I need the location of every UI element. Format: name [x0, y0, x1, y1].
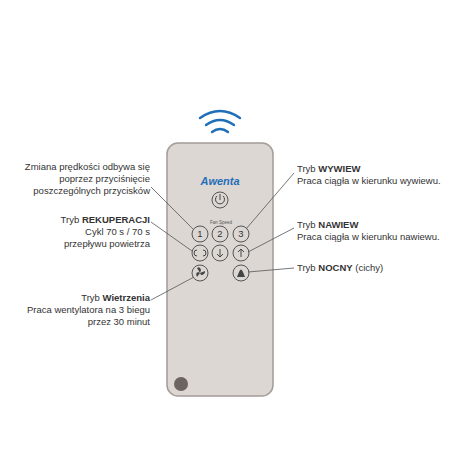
callout-line: Praca wentylatora na 3 biegu przez 30 mi…: [10, 304, 150, 328]
button-icons: [194, 194, 244, 257]
callout-note: Cykl 70 s / 70 s przepływu powietrza: [64, 226, 150, 249]
callout-text: TrybREKUPERACJICykl 70 s / 70 s przepływ…: [2, 214, 150, 250]
mode-label: Tryb: [81, 292, 100, 303]
button-number: 3: [238, 229, 243, 239]
callout-note: Praca ciągła w kierunku wywiewu.: [297, 175, 441, 186]
mode-name: WYWIEW: [318, 163, 360, 174]
leader-lines: [151, 173, 294, 300]
callout-text: TrybNAWIEWPraca ciągła w kierunku nawiew…: [297, 219, 448, 243]
mode-label: Tryb: [297, 219, 316, 230]
mode-label: (cichy): [355, 262, 383, 273]
callout-note: Praca wentylatora na 3 biegu przez 30 mi…: [27, 304, 150, 327]
mode-label: Tryb: [297, 163, 316, 174]
callout-text: TrybNOCNY(cichy): [297, 262, 448, 274]
callout-line: Praca ciągła w kierunku nawiewu.: [297, 231, 448, 243]
buttons: [192, 192, 249, 281]
callout-line: TrybNAWIEW: [297, 219, 448, 231]
callout-line: TrybWYWIEW: [297, 163, 448, 175]
callout-line: TrybREKUPERACJI: [2, 214, 150, 226]
remote-body: [167, 143, 273, 396]
button-number: 1: [197, 229, 202, 239]
callout-note: Zmiana prędkości odbywa się poprzez przy…: [25, 161, 150, 196]
signal-waves: [200, 111, 240, 132]
button-caption: Fan Speed: [210, 221, 232, 226]
callout-text: TrybWietrzeniaPraca wentylatora na 3 bie…: [2, 292, 150, 328]
callout-note: Praca ciągła w kierunku nawiewu.: [297, 231, 440, 242]
callout-line: Cykl 70 s / 70 s przepływu powietrza: [50, 226, 150, 250]
mode-name: NOCNY: [318, 262, 352, 273]
callout-line: Praca ciągła w kierunku wywiewu.: [297, 175, 448, 187]
mode-label: Tryb: [297, 262, 316, 273]
callout-line: TrybWietrzenia: [2, 292, 150, 304]
mode-name: Wietrzenia: [103, 292, 150, 303]
callout-line: TrybNOCNY(cichy): [297, 262, 448, 274]
lanyard-hole: [174, 377, 188, 391]
button-number: 2: [217, 229, 222, 239]
callout-text: TrybWYWIEWPraca ciągła w kierunku wywiew…: [297, 163, 448, 187]
mode-label: Tryb: [61, 214, 80, 225]
mode-name: NAWIEW: [318, 219, 358, 230]
mode-name: REKUPERACJI: [82, 214, 150, 225]
brand-logo: Awenta: [200, 176, 239, 187]
mode-icons: [196, 267, 245, 277]
callout-line: Zmiana prędkości odbywa się poprzez przy…: [2, 161, 150, 197]
callout-text: Zmiana prędkości odbywa się poprzez przy…: [2, 161, 150, 197]
